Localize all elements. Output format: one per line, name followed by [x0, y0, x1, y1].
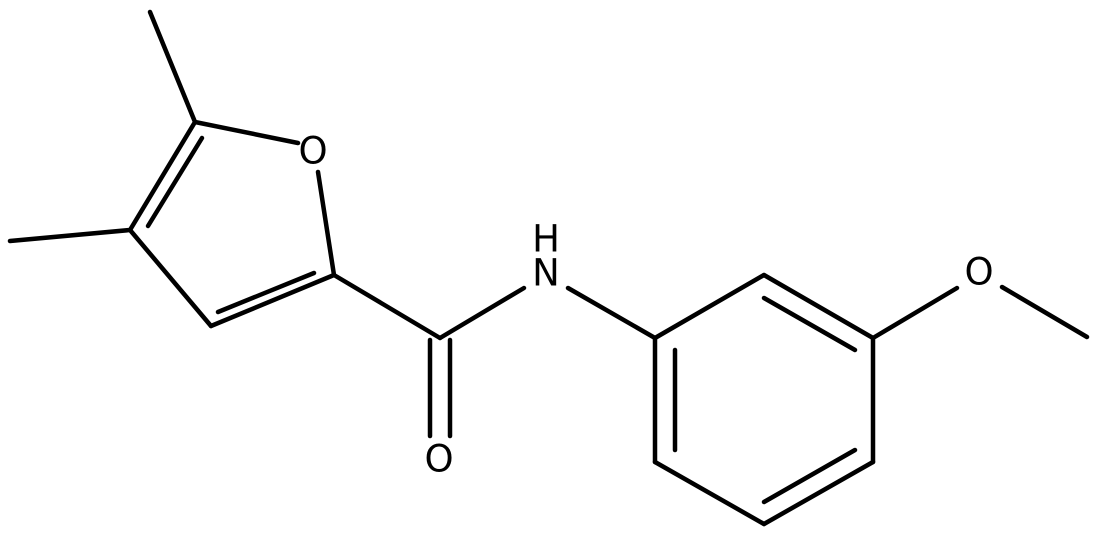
bond-c5-methyl: [147, 9, 198, 125]
bond-ar3-ome-o: [870, 285, 960, 341]
bond-n-aryl: [565, 285, 658, 341]
bond-carbonyl-n: [437, 285, 527, 341]
methoxy-oxygen-label: O: [964, 251, 993, 294]
bond-ar1-ar2: [652, 272, 767, 341]
bond-o1-c2: [315, 169, 337, 278]
bond-ar4-ar5: [761, 459, 876, 527]
bond-c5-o1: [192, 119, 301, 146]
bond-c4-c5: [127, 119, 198, 233]
bond-c2-c3-double: [215, 270, 317, 315]
bond-ome-o-ch3: [999, 284, 1090, 340]
amide-nitrogen-label: N: [532, 252, 560, 295]
bond-c3-c4: [127, 227, 214, 329]
bond-ar2-ar3-double: [761, 295, 858, 353]
carbonyl-oxygen-label: O: [424, 438, 453, 481]
bond-c2-c3: [208, 272, 337, 329]
bond-c4-methyl: [7, 227, 133, 244]
bond-c4-c5-double: [145, 135, 205, 229]
bond-ar5-ar6: [652, 459, 767, 527]
bond-ar4-ar5-double: [761, 447, 858, 505]
bond-c2-carbonyl: [331, 272, 443, 341]
bond-ar2-ar3: [761, 272, 876, 341]
amide-hydrogen-label: H: [532, 218, 560, 261]
ring-oxygen-label: O: [298, 130, 327, 173]
